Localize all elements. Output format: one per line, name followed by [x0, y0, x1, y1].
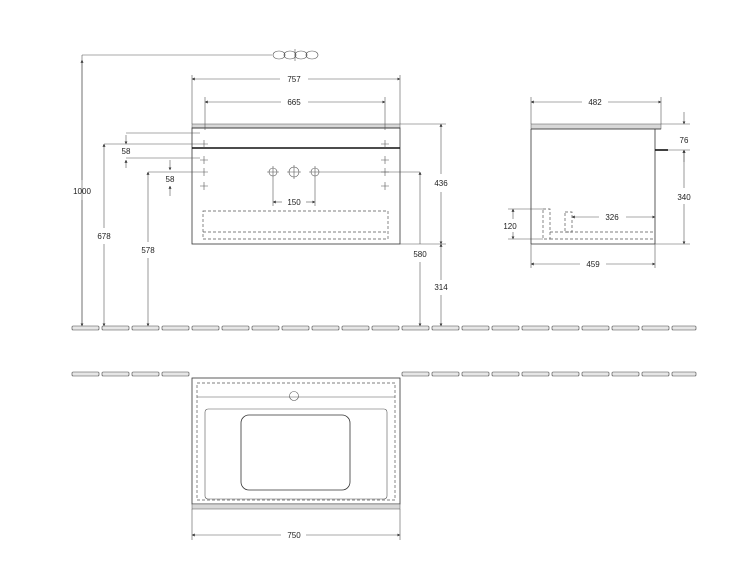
plan-front-edge	[191, 503, 401, 510]
dimension-326: 326	[605, 213, 619, 222]
floor-segment	[131, 325, 160, 331]
side-top	[530, 123, 662, 130]
basin-top	[191, 123, 401, 129]
dimension-750: 750	[287, 531, 301, 540]
dimension-665: 665	[287, 98, 301, 107]
basin-bowl	[240, 414, 351, 491]
dimension-578: 578	[141, 246, 155, 255]
overflow-hole	[289, 391, 299, 401]
dimension-436: 436	[434, 179, 448, 188]
floor-segment	[461, 325, 490, 331]
floor-segment	[641, 371, 670, 377]
floor-segment	[401, 371, 430, 377]
floor-segment	[401, 325, 430, 331]
dimension-76: 76	[680, 136, 689, 145]
floor-segment	[581, 371, 610, 377]
dimension-340: 340	[677, 193, 691, 202]
dimension-482: 482	[588, 98, 602, 107]
plan-view: 750	[191, 377, 401, 540]
floor-segment	[311, 325, 340, 331]
floor-segment	[491, 371, 520, 377]
floor-segment	[101, 325, 130, 331]
floor-segment	[611, 371, 640, 377]
floor-segment	[671, 325, 697, 331]
floor-segment	[461, 371, 490, 377]
floor-segment	[221, 325, 250, 331]
dimension-58-top: 58	[122, 147, 131, 156]
side-drawer	[542, 208, 551, 240]
floor-segment	[251, 325, 280, 331]
floor-line-elevation	[71, 325, 697, 331]
dimension-120: 120	[503, 222, 517, 231]
wall-fixing-symbol	[82, 49, 319, 61]
floor-segment	[161, 325, 190, 331]
floor-segment	[131, 371, 160, 377]
floor-segment	[371, 325, 400, 331]
drawer-outline	[202, 210, 389, 240]
floor-segment	[491, 325, 520, 331]
floor-segment	[161, 371, 190, 377]
floor-segment	[71, 325, 100, 331]
floor-segment	[521, 325, 550, 331]
dimension-757: 757	[287, 75, 301, 84]
dimension-58-lower: 58	[166, 175, 175, 184]
dimension-314: 314	[434, 283, 448, 292]
dimension-580: 580	[413, 250, 427, 259]
dimension-459: 459	[586, 260, 600, 269]
floor-segment	[281, 325, 310, 331]
floor-segment	[641, 325, 670, 331]
floor-segment	[431, 371, 460, 377]
floor-segment	[71, 371, 100, 377]
floor-segment	[581, 325, 610, 331]
dimension-678: 678	[97, 232, 111, 241]
floor-segment	[341, 325, 370, 331]
floor-segment	[521, 371, 550, 377]
cabinet-body	[191, 127, 401, 245]
tap-holes	[267, 165, 420, 179]
floor-segment	[101, 371, 130, 377]
dimension-150: 150	[287, 198, 301, 207]
floor-segment	[611, 325, 640, 331]
floor-segment	[551, 371, 580, 377]
floor-segment	[431, 325, 460, 331]
floor-segment	[551, 325, 580, 331]
dimension-1000: 1000	[73, 187, 91, 196]
side-elevation: 482 76 340 120 326 459	[503, 97, 691, 269]
front-elevation: 757 665 1000 678 58 58 578	[73, 49, 448, 327]
floor-segment	[671, 371, 697, 377]
wall-line-plan	[71, 371, 697, 377]
floor-segment	[191, 325, 220, 331]
